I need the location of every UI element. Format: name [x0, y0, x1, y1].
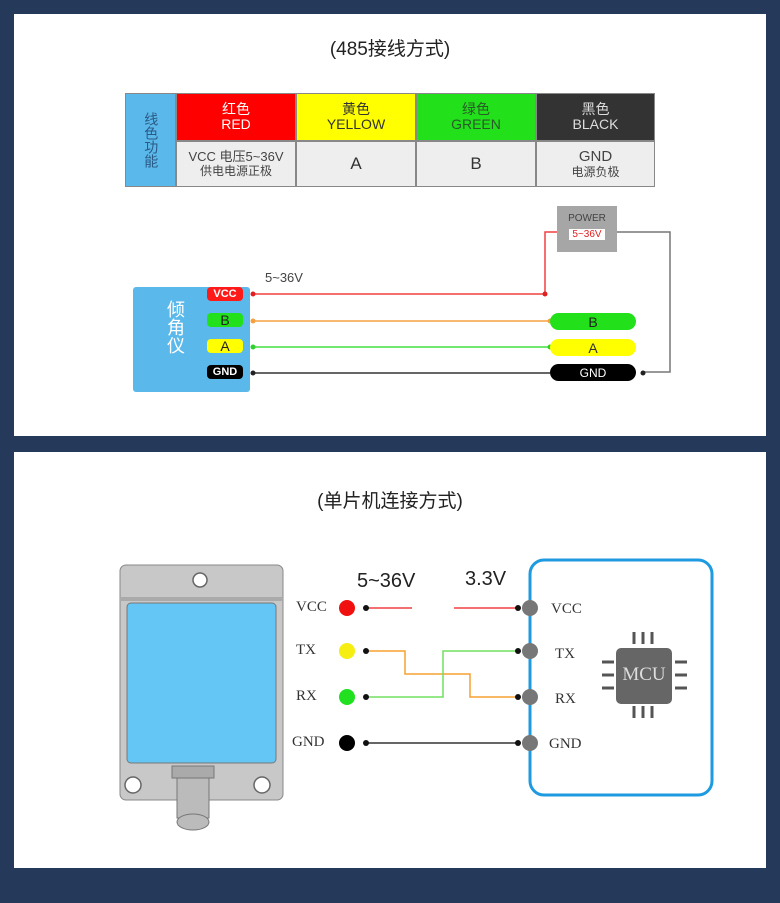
mount-hole-icon — [253, 776, 271, 794]
device-label: 倾角仪 — [165, 300, 185, 354]
color-cn: 黄色 — [342, 100, 370, 117]
mcu-pin-label: RX — [555, 691, 576, 707]
func-main: VCC 电压5~36V — [188, 149, 284, 165]
color-cn: 绿色 — [462, 100, 490, 117]
section1-title: (485接线方式) — [329, 39, 451, 60]
pin-dot-rx — [339, 689, 355, 705]
mcu-chip-icon — [602, 632, 687, 718]
func-cell-b: B — [416, 141, 536, 187]
pin-a: A — [207, 338, 243, 354]
bus-pin-a: A — [550, 339, 636, 356]
pin-dot-tx — [339, 643, 355, 659]
sensor-pin-label: TX — [296, 642, 316, 658]
color-en: GREEN — [451, 116, 501, 132]
color-en: RED — [221, 116, 251, 132]
color-en: YELLOW — [326, 116, 386, 132]
sensor-pin-label: RX — [296, 688, 317, 704]
func-main: A — [350, 153, 362, 173]
mcu-board — [528, 558, 714, 797]
voltage-label: 5~36V — [265, 270, 303, 285]
power-supply: POWER 5~36V — [557, 206, 617, 252]
pin-dot-gnd — [339, 735, 355, 751]
sensor-pin-label: VCC — [296, 599, 327, 615]
func-cell-a: A — [296, 141, 416, 187]
mcu-pin-label: TX — [555, 646, 575, 662]
func-sub: 电源负极 — [571, 164, 620, 179]
table-row-header: 线色功能 — [125, 93, 176, 187]
color-cn: 黑色 — [581, 100, 610, 117]
section2-title: (单片机连接方式) — [317, 491, 463, 512]
color-en: BLACK — [572, 116, 619, 132]
pin-vcc: VCC — [207, 287, 243, 301]
sensor-pin-label: GND — [292, 734, 325, 750]
func-main: B — [470, 153, 482, 173]
pin-gnd: GND — [207, 365, 243, 379]
wire-tx-rx — [366, 650, 518, 698]
sensor-device-illustration — [119, 564, 284, 831]
wire-rx-tx — [366, 650, 518, 698]
mount-hole-icon — [192, 572, 208, 588]
wire-power-gnd — [617, 231, 671, 373]
color-cn: 红色 — [222, 100, 250, 117]
bus-pin-gnd: GND — [550, 364, 636, 381]
power-label: POWER — [568, 213, 606, 224]
func-sub: 供电电源正极 — [199, 163, 272, 178]
mount-hole-icon — [124, 776, 142, 794]
mcu-pin-label: GND — [549, 736, 582, 752]
mcu-pin-label: VCC — [551, 601, 582, 617]
power-voltage: 5~36V — [569, 229, 605, 240]
voltage-left: 5~36V — [357, 570, 416, 592]
pin-b: B — [207, 312, 243, 328]
mcu-chip-label: MCU — [622, 664, 666, 685]
bus-pin-b: B — [550, 313, 636, 330]
wire-vcc — [253, 231, 565, 295]
voltage-right: 3.3V — [465, 568, 507, 590]
func-main: GND — [578, 148, 613, 166]
pin-dot-vcc — [339, 600, 355, 616]
